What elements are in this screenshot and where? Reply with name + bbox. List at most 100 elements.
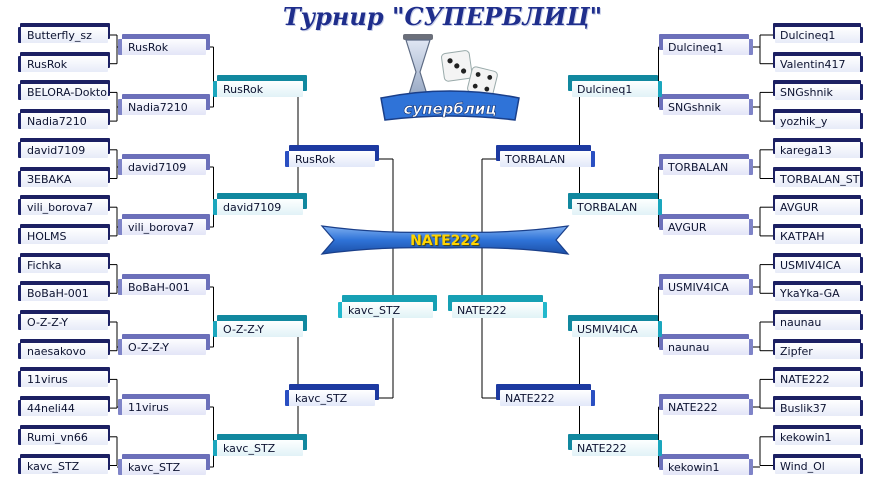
left-round1-slot-2[interactable]: RusRok [18,55,108,72]
player-name: NATE222 [577,442,627,455]
player-name: USMIV4ICA [668,281,729,294]
right-round2-slot-7[interactable]: NATE222 [663,399,753,415]
player-name: Zipfer [780,344,813,358]
player-name: Valentin417 [780,57,846,71]
right-round2-slot-1[interactable]: Dulcineq1 [663,39,753,55]
left-round2-slot-1[interactable]: RusRok [118,39,206,55]
right-round1-slot-10[interactable]: YkaYka-GA [775,285,863,302]
right-round1-slot-9[interactable]: USMIV4ICA [775,256,863,273]
player-name: RusRok [128,41,169,54]
player-name: USMIV4ICA [577,323,638,336]
player-name: Rumi_vn66 [27,430,88,444]
left-round4-slot-1[interactable]: RusRok [285,151,375,167]
player-name: kavc_STZ [295,392,348,405]
left-round3-slot-1[interactable]: RusRok [213,81,303,97]
left-round1-slot-6[interactable]: ЗЕВАКА [18,170,108,187]
player-name: david7109 [223,201,282,214]
left-round1-slot-3[interactable]: BELORA-Dokto [18,84,108,101]
left-round2-slot-5[interactable]: BoBaH-001 [118,279,206,295]
right-round1-slot-14[interactable]: Buslik37 [775,400,863,417]
player-name: vili_borova7 [128,221,195,234]
left-round3-slot-2[interactable]: david7109 [213,199,303,215]
right-round1-slot-8[interactable]: КАТРАН [775,227,863,244]
player-name: Nadia7210 [27,115,87,129]
right-round4-slot-2[interactable]: NATE222 [500,390,595,406]
player-name: david7109 [27,143,86,157]
player-name: Buslik37 [780,402,827,416]
left-round1-slot-9[interactable]: Fichka [18,256,108,273]
right-round1-slot-12[interactable]: Zipfer [775,342,863,359]
right-round3-slot-1[interactable]: Dulcineq1 [572,81,662,97]
right-round2-slot-5[interactable]: USMIV4ICA [663,279,753,295]
left-round4-slot-2[interactable]: kavc_STZ [285,390,375,406]
right-round1-slot-3[interactable]: SNGshnik [775,84,863,101]
player-name: AVGUR [668,221,707,234]
player-name: AVGUR [780,201,819,215]
player-name: 11virus [128,401,169,414]
champion-banner[interactable]: NATE222 [320,220,570,260]
player-name: ЗЕВАКА [27,172,72,186]
player-name: TORBALAN [505,153,566,166]
player-name: naesakovo [27,344,86,358]
player-name: NATE222 [780,373,830,387]
left-round1-slot-4[interactable]: Nadia7210 [18,113,108,130]
right-round1-slot-7[interactable]: AVGUR [775,199,863,216]
left-round1-slot-1[interactable]: Butterfly_sz [18,27,108,43]
right-round2-slot-2[interactable]: SNGshnik [663,99,753,115]
right-round1-slot-11[interactable]: naunau [775,314,863,330]
player-name: Wind_Ol [780,459,825,473]
left-round1-slot-13[interactable]: 11virus [18,371,108,388]
right-round2-slot-3[interactable]: TORBALAN [663,159,753,175]
right-round1-slot-15[interactable]: kekowin1 [775,428,863,445]
right-round1-slot-1[interactable]: Dulcineq1 [775,27,863,43]
right-round3-slot-2[interactable]: TORBALAN [572,199,662,215]
champion-banner-shape [320,225,570,255]
right-round3-slot-4[interactable]: NATE222 [572,440,662,456]
right-round1-slot-4[interactable]: yozhik_y [775,113,863,130]
right-round1-slot-6[interactable]: TORBALAN_ST [775,170,863,187]
left-round1-slot-8[interactable]: HOLMS [18,227,108,244]
left-round1-slot-7[interactable]: vili_borova7 [18,199,108,216]
player-name: Dulcineq1 [668,41,724,54]
player-name: david7109 [128,161,187,174]
player-name: RusRok [295,153,336,166]
left-round2-slot-2[interactable]: Nadia7210 [118,99,206,115]
left-round1-slot-16[interactable]: kavc_STZ [18,457,108,474]
player-name: naunau [668,341,710,354]
right-round1-slot-2[interactable]: Valentin417 [775,55,863,72]
left-round2-slot-7[interactable]: 11virus [118,399,206,415]
right-round2-slot-4[interactable]: AVGUR [663,219,753,235]
player-name: RusRok [27,57,68,71]
player-name: Butterfly_sz [27,29,92,42]
right-round1-slot-16[interactable]: Wind_Ol [775,457,863,474]
left-round1-slot-10[interactable]: BoBaH-001 [18,285,108,302]
right-round4-slot-1[interactable]: TORBALAN [500,151,595,167]
left-round2-slot-8[interactable]: kavc_STZ [118,459,206,475]
right-round2-slot-8[interactable]: kekowin1 [663,459,753,475]
left-final-slot-1[interactable]: kavc_STZ [338,302,433,318]
right-round2-slot-6[interactable]: naunau [663,339,753,355]
right-round1-slot-5[interactable]: karega13 [775,141,863,158]
player-name: O-Z-Z-Y [27,316,68,329]
left-round2-slot-6[interactable]: O-Z-Z-Y [118,339,206,355]
right-round1-slot-13[interactable]: NATE222 [775,371,863,388]
player-name: kavc_STZ [27,459,80,473]
left-round3-slot-3[interactable]: O-Z-Z-Y [213,321,303,337]
left-round1-slot-14[interactable]: 44neli44 [18,400,108,417]
player-name: kavc_STZ [223,442,276,455]
left-round3-slot-4[interactable]: kavc_STZ [213,440,303,456]
left-round2-slot-4[interactable]: vili_borova7 [118,219,206,235]
left-round2-slot-3[interactable]: david7109 [118,159,206,175]
player-name: TORBALAN_ST [780,172,860,186]
player-name: yozhik_y [780,115,828,129]
player-name: TORBALAN [668,161,729,174]
player-name: BoBaH-001 [128,281,190,294]
left-round1-slot-12[interactable]: naesakovo [18,342,108,359]
left-round1-slot-11[interactable]: O-Z-Z-Y [18,314,108,330]
left-round1-slot-5[interactable]: david7109 [18,141,108,158]
left-round1-slot-15[interactable]: Rumi_vn66 [18,428,108,445]
player-name: kavc_STZ [128,461,181,474]
right-final-slot-1[interactable]: NATE222 [452,302,547,318]
right-round3-slot-3[interactable]: USMIV4ICA [572,321,662,337]
player-name: 44neli44 [27,402,75,416]
